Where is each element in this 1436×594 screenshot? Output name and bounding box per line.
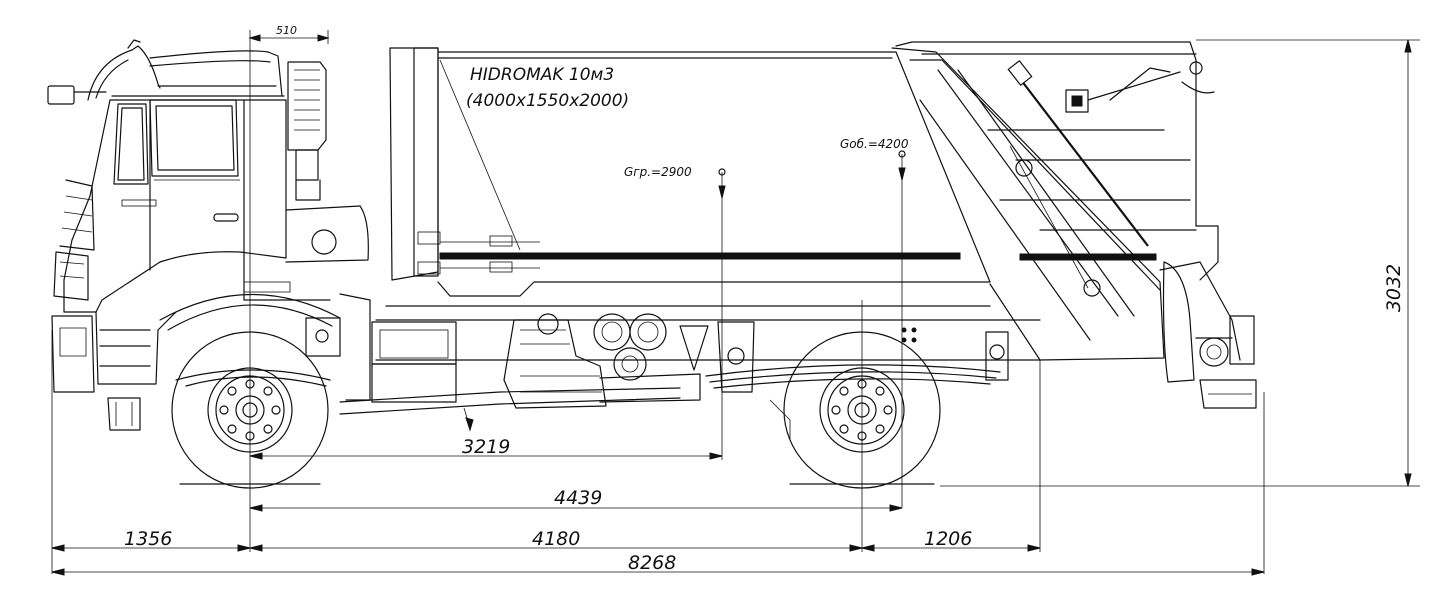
dim-height: 3032 xyxy=(1383,264,1405,312)
gross-load-label: Gгр.=2900 xyxy=(624,165,692,179)
dimension-lines xyxy=(51,34,1412,576)
dim-rear-overhang: 1206 xyxy=(924,528,972,550)
annotations: HIDROMAK 10м3 (4000x1550x2000) Gгр.=2900… xyxy=(124,24,1405,574)
dim-wheelbase: 4180 xyxy=(532,528,580,550)
dim-front-overhang: 1356 xyxy=(124,528,172,550)
dim-cg-total: 4439 xyxy=(554,487,602,509)
reference-lines xyxy=(51,30,1420,574)
rear-wheel xyxy=(769,331,941,489)
body-model-label: HIDROMAK 10м3 xyxy=(470,65,614,85)
dim-cg-gross: 3219 xyxy=(462,436,510,458)
refuse-body xyxy=(389,41,1257,409)
total-load-label: Gоб.=4200 xyxy=(840,137,909,151)
body-size-label: (4000x1550x2000) xyxy=(466,91,629,111)
dim-cab-top: 510 xyxy=(276,24,297,37)
chassis-frame xyxy=(175,293,1041,415)
dim-overall-length: 8268 xyxy=(628,552,676,574)
truck-cab xyxy=(47,39,369,431)
